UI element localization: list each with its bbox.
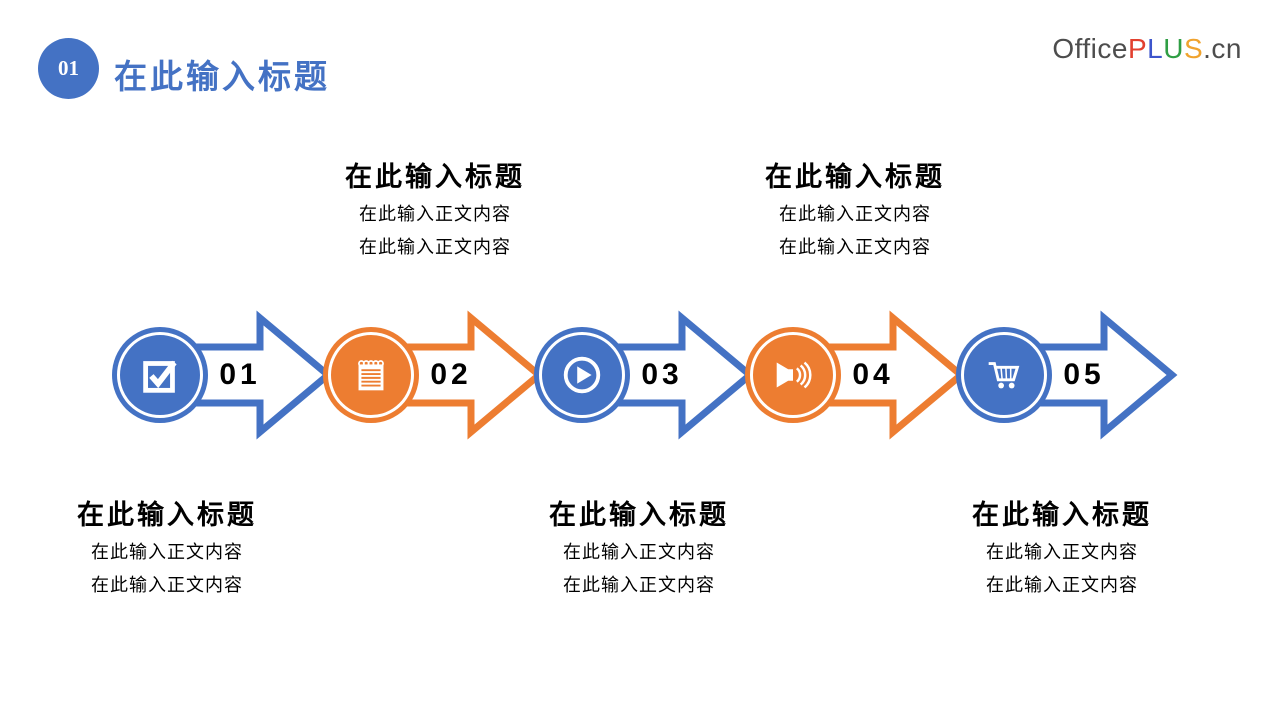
block-title: 在此输入标题 [972,500,1152,530]
logo-l: L [1147,33,1164,64]
block-body-line: 在此输入正文内容 [359,204,511,224]
block-body-line: 在此输入正文内容 [91,575,243,595]
text-block-bottom-2[interactable]: 在此输入标题 在此输入正文内容 在此输入正文内容 [549,498,729,602]
circle-ring [961,332,1047,418]
block-body-line: 在此输入正文内容 [563,542,715,562]
block-body-line: 在此输入正文内容 [91,542,243,562]
speaker-icon [776,361,812,389]
step-number: 04 [852,358,894,391]
block-body-line: 在此输入正文内容 [359,237,511,257]
play-icon [563,356,601,394]
step-circle [534,327,630,423]
step-circle [112,327,208,423]
block-body-line: 在此输入正文内容 [986,575,1138,595]
logo-p: P [1127,33,1148,64]
circle-ring [539,332,625,418]
step-number: 02 [430,358,472,391]
text-block-top-1[interactable]: 在此输入标题 在此输入正文内容 在此输入正文内容 [345,160,525,264]
logo-office: Office [1052,33,1128,64]
circle-ring [750,332,836,418]
circle-ring [117,332,203,418]
section-number-badge: 01 [38,38,99,99]
slide-title[interactable]: 在此输入标题 [114,58,330,95]
step-number: 01 [219,358,261,391]
circle-ring [328,332,414,418]
logo-cn: .cn [1203,33,1242,64]
text-block-top-2[interactable]: 在此输入标题 在此输入正文内容 在此输入正文内容 [765,160,945,264]
text-block-bottom-3[interactable]: 在此输入标题 在此输入正文内容 在此输入正文内容 [972,498,1152,602]
block-body-line: 在此输入正文内容 [563,575,715,595]
step-circle [745,327,841,423]
text-block-bottom-1[interactable]: 在此输入标题 在此输入正文内容 在此输入正文内容 [77,498,257,602]
step-circle [323,327,419,423]
block-title: 在此输入标题 [549,500,729,530]
block-title: 在此输入标题 [345,162,525,192]
block-body-line: 在此输入正文内容 [779,204,931,224]
block-body-line: 在此输入正文内容 [986,542,1138,562]
section-number: 01 [58,56,79,80]
block-title: 在此输入标题 [77,500,257,530]
checkbox-icon [143,360,177,393]
step-circle [956,327,1052,423]
cart-icon [988,362,1020,389]
officeplus-logo: OfficePLUS.cn [1052,33,1242,65]
logo-s: S [1183,33,1204,64]
step-number: 05 [1063,358,1105,391]
step-number: 03 [641,358,683,391]
logo-u: U [1163,33,1184,64]
block-body-line: 在此输入正文内容 [779,237,931,257]
block-title: 在此输入标题 [765,162,945,192]
notepad-icon [358,360,384,391]
